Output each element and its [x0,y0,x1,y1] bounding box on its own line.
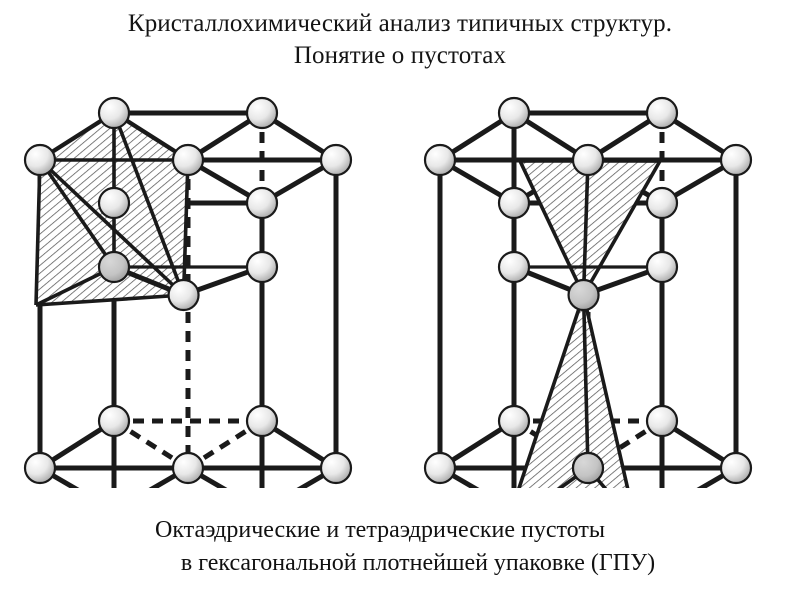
atom-top-corner-2 [645,96,679,130]
tetrahedral-void-upper-face [520,161,660,295]
atom-top-corner-5 [497,186,531,220]
hcp-cell-tetrahedral-voids [423,96,753,488]
atom-middle-1 [645,250,679,284]
atom-top-corner-5 [97,186,131,220]
tetrahedral-void-lower-edge [557,466,590,488]
octahedral-void-face [36,160,184,305]
octahedral-void-edge [181,159,190,296]
atom-top-center [171,143,205,177]
atom-bottom-corner-3 [719,451,753,485]
tetrahedral-void-lower-face [519,295,628,488]
atom-top-corner-3 [319,143,353,177]
bottom-spoke-hidden [112,418,190,471]
tetrahedral-void-upper-edge [581,160,662,296]
atom-bottom-corner-2 [245,404,279,438]
tetrahedral-void-lower-edge [517,294,586,488]
atom-bottom-corner-1 [497,404,531,438]
atom-top-corner-0 [423,143,457,177]
atom-middle-0 [497,250,531,284]
octahedral-void-edge [35,293,184,307]
octahedral-void-edge [34,159,42,306]
octahedral-void-edge [38,158,185,297]
atom-bottom-corner-3 [319,451,353,485]
atom-top-corner-4 [645,186,679,220]
octahedral-void-edge [112,112,186,296]
atom-bottom-corner-0 [423,451,457,485]
title-line-1: Кристаллохимический анализ типичных стру… [127,10,673,37]
hcp-cell-octahedral-void [23,96,353,488]
atom-top-corner-3 [719,143,753,177]
atom-bottom-corner-2 [645,404,679,438]
tetrahedral-void-upper-edge [581,159,590,296]
atom-bottom-corner-1 [97,404,131,438]
atom-top-corner-4 [245,186,279,220]
atom-top-corner-2 [245,96,279,130]
figure-caption: Октаэдрические и тетраэдрические пустоты… [0,514,800,580]
atom-top-corner-1 [497,96,531,130]
atom-middle-0 [97,250,131,284]
octahedral-void-face [36,267,184,305]
atom-middle-1 [245,250,279,284]
atom-middle-2 [167,278,200,312]
tetrahedral-void-lower-edge [581,294,590,469]
tetrahedral-void-lower-edge [581,294,630,488]
atom-top-center [571,143,605,177]
bottom-spoke-hidden [586,418,664,471]
tetrahedral-void-upper-edge [518,160,586,296]
atom-top-corner-1 [97,96,131,130]
bottom-spoke-hidden [186,418,264,471]
atom-bottom-corner-0 [23,451,57,485]
caption-line-1: Октаэдрические и тетраэдрические пустоты [155,517,605,543]
caption-line-2: в гексагональной плотнейшей упаковке (ГП… [180,550,656,576]
page-title: Кристаллохимический анализ типичных стру… [0,8,800,72]
atom-top-corner-0 [23,143,57,177]
figures-area [0,88,800,488]
octahedral-void-edge [38,158,116,269]
atom-bottom-center [171,451,205,485]
atom-middle-2 [567,278,600,312]
title-line-2: Понятие о пустотах [293,42,507,69]
atom-bottom-center [571,451,605,485]
